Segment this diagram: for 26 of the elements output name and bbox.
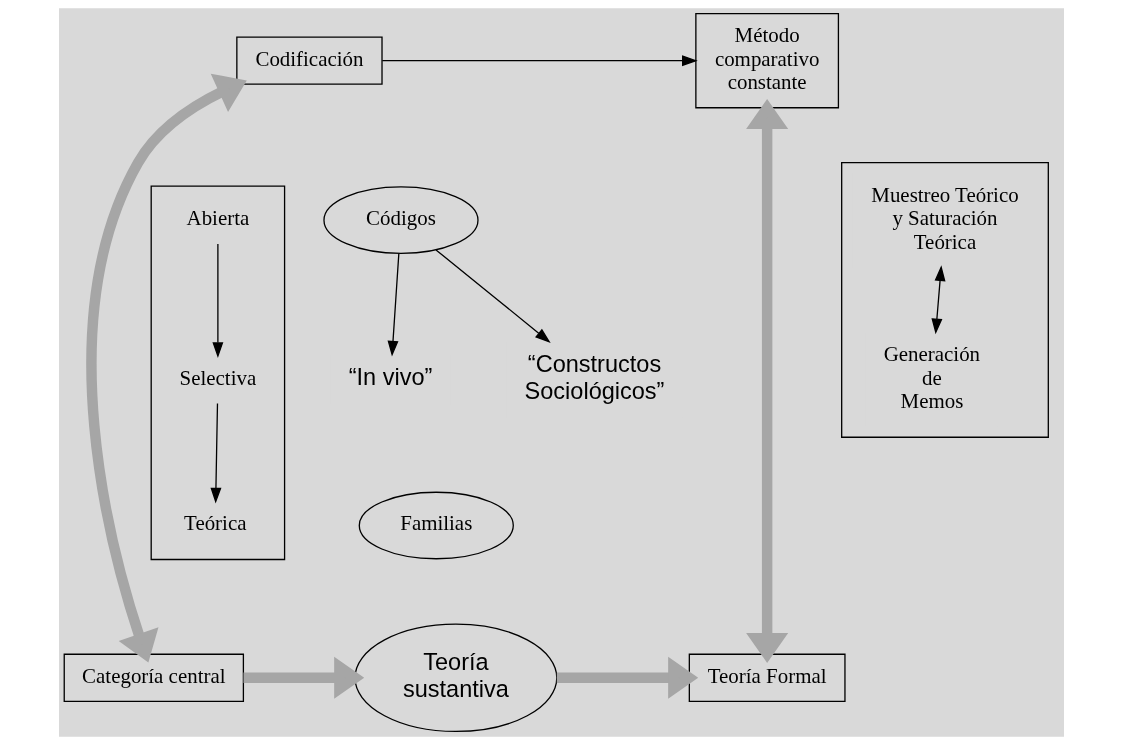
node-text: “Constructos Sociológicos” bbox=[524, 351, 665, 404]
arrow bbox=[381, 55, 698, 67]
arrow bbox=[556, 656, 699, 699]
arrow bbox=[931, 265, 946, 335]
node-text: Abierta bbox=[186, 206, 250, 231]
node-ellipse: Códigos bbox=[323, 186, 479, 255]
node-box: Método comparativo constante bbox=[695, 12, 840, 109]
node-box: Codificación bbox=[236, 36, 383, 85]
arrow bbox=[435, 249, 551, 343]
node-text: Teórica bbox=[184, 511, 247, 536]
arrow bbox=[243, 656, 365, 699]
node-box: Teoría Formal bbox=[688, 653, 846, 702]
node-text: “In vivo” bbox=[348, 364, 433, 391]
arrow bbox=[387, 253, 400, 357]
arrow bbox=[212, 243, 224, 358]
cluster bbox=[841, 162, 1049, 438]
node-text: Muestreo Teórico y Saturación Teórica bbox=[871, 182, 1019, 254]
node-text: Generación de Memos bbox=[883, 342, 981, 414]
node-text: Selectiva bbox=[179, 365, 257, 390]
cluster bbox=[150, 185, 286, 561]
arrow bbox=[746, 99, 789, 663]
node-ellipse: Teoría sustantiva bbox=[354, 623, 558, 733]
node-box: Categoría central bbox=[63, 653, 245, 702]
arrow bbox=[86, 73, 247, 663]
node-ellipse: Familias bbox=[358, 491, 514, 560]
arrow bbox=[210, 402, 222, 504]
